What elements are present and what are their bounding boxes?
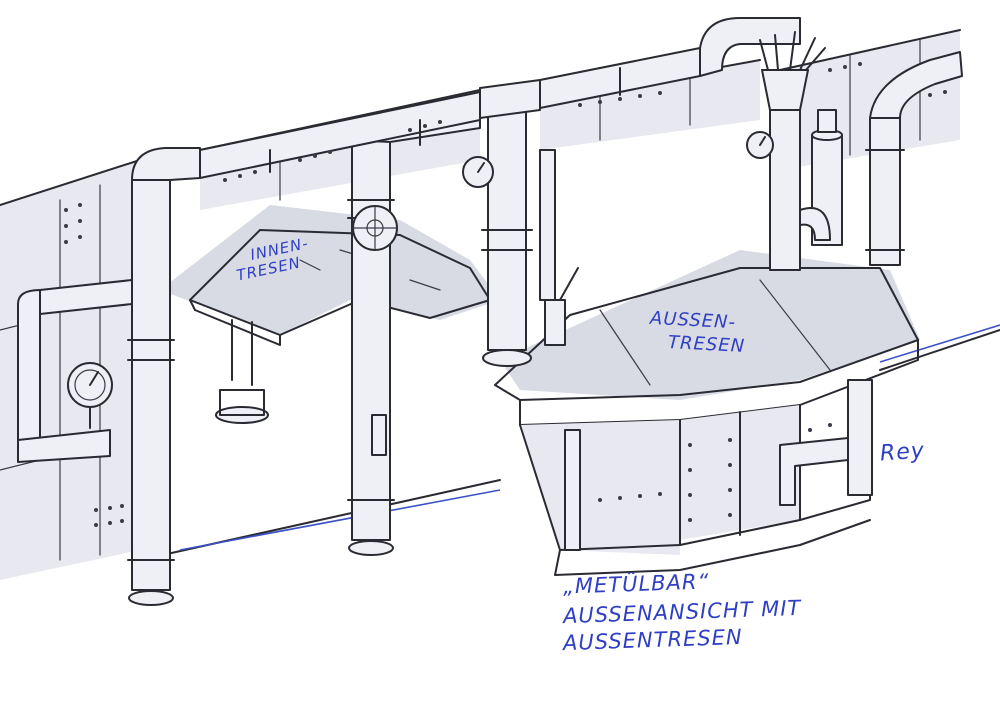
drain-pipe [564,379,873,551]
left-gauge-icon [67,362,113,429]
artist-signature: Rey [879,438,926,467]
outer-counter-label-line2: TRESEN [667,331,746,358]
top-pipe [199,17,801,179]
caption-title: „METÜLBAR“ [562,569,710,599]
outer-counter [494,250,920,576]
left-vertical-pipe [17,147,201,606]
right-pipe [799,51,963,266]
mid-pipe-with-gauge [462,79,579,367]
rivets [64,62,947,527]
exhaust-vent [746,31,826,271]
valve-wheel-icon [352,205,398,251]
inner-counter [160,205,500,424]
outer-counter-label-line1: AUSSEN- [649,307,737,334]
